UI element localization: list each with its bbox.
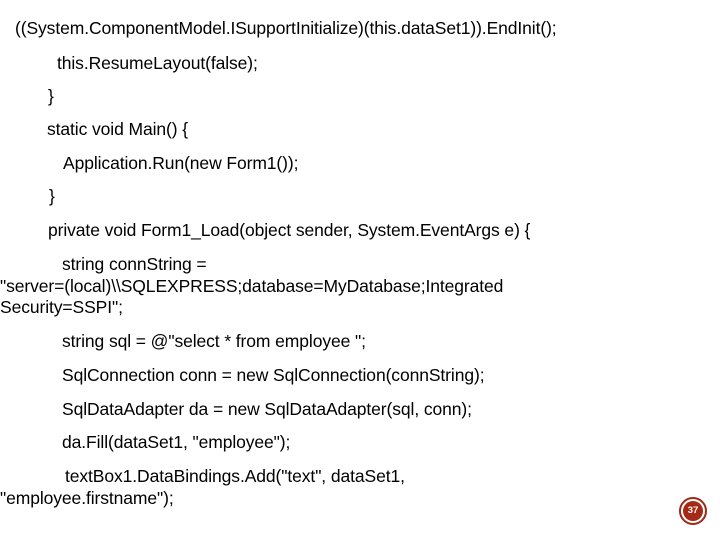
- code-line: string connString =: [62, 254, 207, 274]
- code-line: private void Form1_Load(object sender, S…: [48, 220, 531, 240]
- code-line: SqlDataAdapter da = new SqlDataAdapter(s…: [62, 399, 472, 419]
- code-line: }: [49, 186, 55, 206]
- page-number-value: 37: [683, 501, 703, 521]
- code-line: da.Fill(dataSet1, "employee");: [62, 432, 291, 452]
- code-line: "employee.firstname");: [0, 488, 174, 508]
- code-line: }: [48, 86, 54, 106]
- page-number-badge: 37: [679, 497, 707, 525]
- code-line: textBox1.DataBindings.Add("text", dataSe…: [65, 466, 405, 486]
- code-line: ((System.ComponentModel.ISupportInitiali…: [15, 18, 557, 38]
- code-line: "server=(local)\\SQLEXPRESS;database=MyD…: [0, 276, 504, 296]
- code-line: this.ResumeLayout(false);: [57, 53, 258, 73]
- code-line: SqlConnection conn = new SqlConnection(c…: [62, 365, 485, 385]
- code-line: Security=SSPI";: [0, 297, 123, 317]
- code-line: Application.Run(new Form1());: [63, 153, 299, 173]
- code-line: static void Main() {: [47, 119, 188, 139]
- code-line: string sql = @"select * from employee ";: [62, 331, 366, 351]
